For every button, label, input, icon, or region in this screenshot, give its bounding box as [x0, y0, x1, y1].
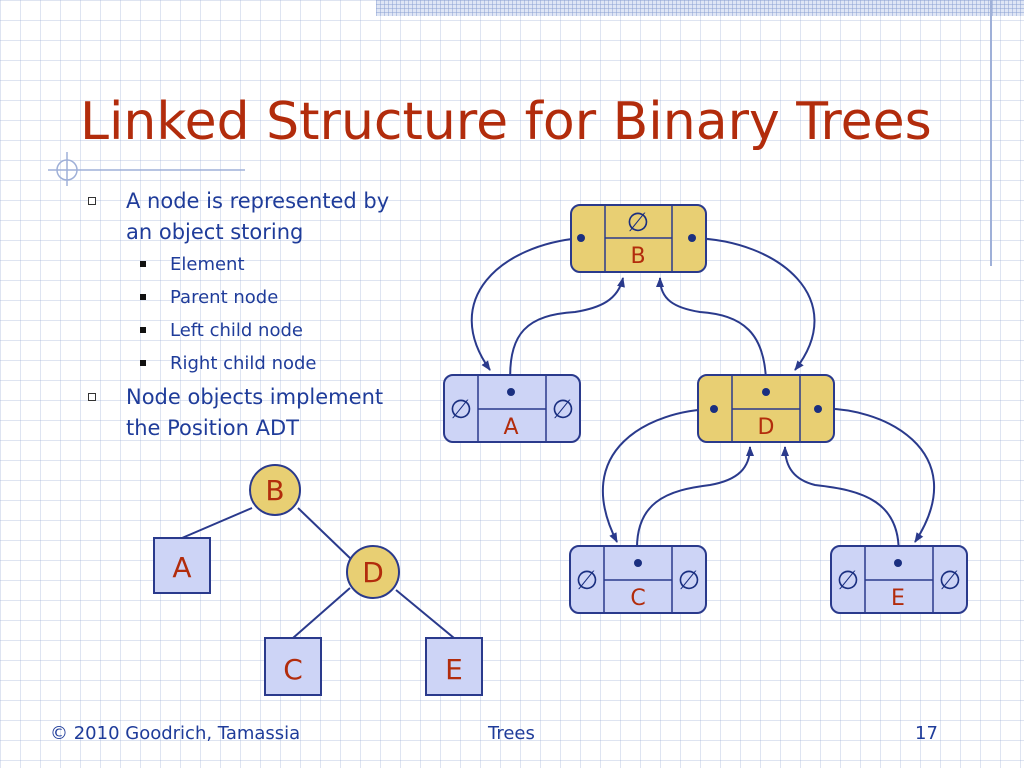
tree-node-c-label: C	[283, 653, 303, 686]
null-right-icon: ∅	[552, 395, 575, 425]
sub-bullet-text: Parent node	[170, 287, 279, 308]
tree-node-b: B	[249, 464, 301, 516]
null-left-icon: ∅	[576, 566, 599, 596]
arrow-b-to-d-right-child	[691, 237, 816, 371]
arrow-d-to-c-left-child	[602, 408, 715, 543]
null-left-icon: ∅	[450, 395, 473, 425]
footer-topic: Trees	[488, 723, 535, 744]
arrow-b-to-a-left-child	[470, 237, 582, 371]
parent-pointer-dot	[894, 559, 902, 567]
linked-node-a: A ∅ ∅	[443, 374, 581, 443]
linked-node-c-label: C	[630, 586, 645, 611]
linked-node-e: E ∅ ∅	[830, 545, 968, 614]
linked-node-d: D	[697, 374, 835, 443]
right-pointer-dot	[814, 405, 822, 413]
filled-square-bullet-icon	[140, 294, 146, 300]
filled-square-bullet-icon	[140, 327, 146, 333]
tree-node-d: D	[346, 545, 400, 599]
null-left-icon: ∅	[837, 566, 860, 596]
sub-bullet-element: Element	[88, 248, 418, 281]
arrow-e-to-d-parent	[781, 446, 900, 564]
sub-bullet-text: Right child node	[170, 353, 317, 374]
bullet-node-representation: A node is represented by an object stori…	[88, 186, 418, 248]
slide-title: Linked Structure for Binary Trees	[80, 92, 932, 152]
arrow-c-to-d-parent	[635, 446, 754, 564]
tree-node-a: A	[153, 537, 211, 594]
linked-node-c: C ∅ ∅	[569, 545, 707, 614]
arrow-d-to-b-parent	[656, 277, 768, 393]
tree-node-e-label: E	[445, 653, 463, 686]
tree-node-c: C	[264, 637, 322, 696]
footer-copyright: © 2010 Goodrich, Tamassia	[50, 723, 301, 744]
null-parent-icon: ∅	[627, 208, 650, 238]
linked-node-b-label: B	[630, 244, 645, 269]
bullet-position-adt: Node objects implement the Position ADT	[88, 382, 418, 444]
filled-square-bullet-icon	[140, 360, 146, 366]
linked-node-b: ∅ B	[570, 204, 707, 273]
top-decorative-strip	[376, 0, 1024, 16]
sub-bullet-text: Element	[170, 254, 245, 275]
edge-d-c	[292, 587, 351, 639]
edge-d-e	[395, 589, 455, 639]
hollow-square-bullet-icon	[88, 393, 96, 401]
tree-node-e: E	[425, 637, 483, 696]
linked-structure-arrows	[470, 237, 936, 564]
null-right-icon: ∅	[939, 566, 962, 596]
right-decorative-line	[990, 0, 992, 266]
linked-node-a-label: A	[503, 415, 518, 440]
tree-edges	[181, 507, 455, 639]
null-right-icon: ∅	[678, 566, 701, 596]
edge-b-a	[181, 507, 253, 539]
sub-bullet-text: Left child node	[170, 320, 303, 341]
sub-bullet-right-child: Right child node	[88, 347, 418, 380]
linked-node-e-label: E	[891, 586, 905, 611]
arrow-a-to-b-parent	[509, 277, 625, 393]
tree-node-d-label: D	[362, 556, 384, 589]
linked-node-d-label: D	[758, 415, 775, 440]
tree-node-b-label: B	[265, 474, 284, 507]
edge-b-d	[297, 507, 353, 561]
parent-pointer-dot	[762, 388, 770, 396]
hollow-square-bullet-icon	[88, 197, 96, 205]
left-pointer-dot	[710, 405, 718, 413]
footer-page-number: 17	[915, 723, 938, 744]
filled-square-bullet-icon	[140, 261, 146, 267]
parent-pointer-dot	[634, 559, 642, 567]
left-pointer-dot	[577, 234, 585, 242]
bullet-list: A node is represented by an object stori…	[88, 186, 418, 444]
bullet-text: Node objects implement the Position ADT	[126, 385, 384, 440]
sub-bullet-parent-node: Parent node	[88, 281, 418, 314]
bullet-text: A node is represented by an object stori…	[126, 189, 390, 244]
parent-pointer-dot	[507, 388, 515, 396]
sub-bullet-left-child: Left child node	[88, 314, 418, 347]
tree-node-a-label: A	[172, 551, 191, 584]
arrow-d-to-e-right-child	[817, 407, 936, 543]
crosshair-decoration-icon	[48, 152, 245, 186]
right-pointer-dot	[688, 234, 696, 242]
